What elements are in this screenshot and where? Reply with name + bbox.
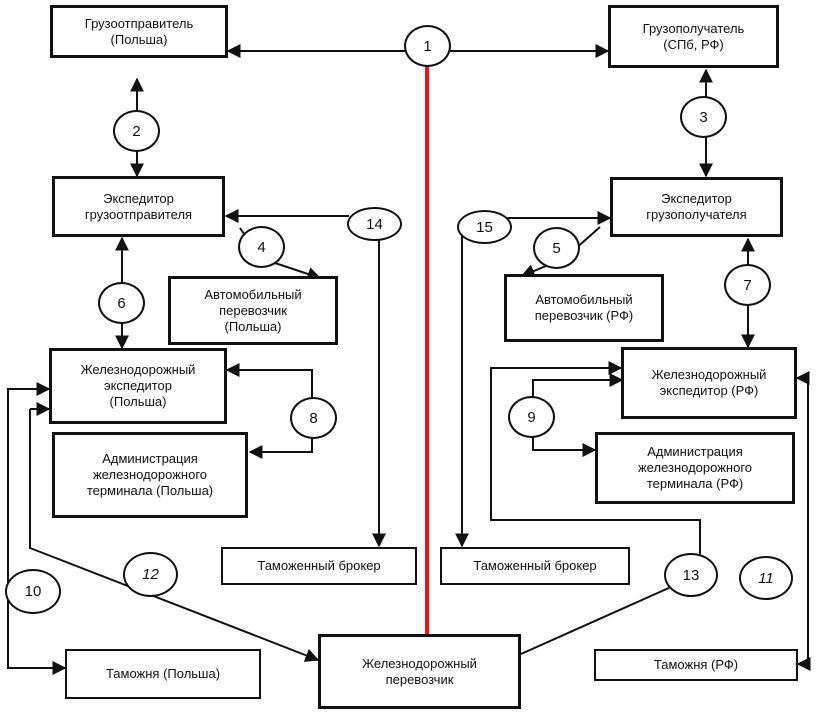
link-10a (7, 382, 51, 589)
forwarder-consignee-box: Экспедитор грузополучателя (610, 177, 783, 237)
road-carrier-pl-box: Автомобильный перевозчик (Польша) (168, 276, 338, 345)
terminal-admin-pl-box: Администрация железнодорожного терминала… (52, 432, 248, 518)
link-12 (29, 409, 320, 662)
customs-broker-left-box: Таможенный брокер (221, 547, 417, 585)
circle-5: 5 (533, 227, 580, 269)
circle-1: 1 (404, 25, 451, 67)
road-carrier-rf-box: Автомобильный перевозчик (РФ) (504, 274, 664, 342)
circle-2: 2 (113, 110, 160, 152)
terminal-admin-rf-box: Администрация железнодорожного терминала… (595, 432, 795, 504)
consignee-box: Грузополучатель (СПб, РФ) (608, 5, 779, 68)
customs-broker-right-box: Таможенный брокер (440, 547, 630, 585)
rail-forwarder-pl-box: Железнодорожный экспедитор (Польша) (49, 348, 227, 424)
link-11 (795, 371, 811, 671)
circle-9: 9 (508, 396, 555, 438)
circle-10: 10 (5, 569, 61, 614)
forwarder-shipper-box: Экспедитор грузоотправителя (52, 176, 225, 237)
circle-4: 4 (238, 226, 285, 268)
circle-14: 14 (347, 207, 402, 241)
circle-7: 7 (724, 264, 771, 306)
circle-15: 15 (457, 210, 512, 244)
circle-6: 6 (98, 282, 145, 324)
circle-11: 11 (739, 556, 793, 600)
customs-pl-box: Таможня (Польша) (65, 649, 261, 699)
circle-8: 8 (290, 397, 337, 439)
shipper-box: Грузоотправитель (Польша) (50, 5, 228, 58)
circle-13: 13 (664, 553, 718, 597)
customs-rf-box: Таможня (РФ) (594, 649, 798, 681)
rail-forwarder-rf-box: Железнодорожный экспедитор (РФ) (621, 347, 797, 419)
link-10b (7, 589, 67, 675)
circle-3: 3 (680, 96, 727, 138)
circle-12: 12 (123, 552, 178, 597)
rail-carrier-box: Железнодорожный перевозчик (318, 634, 521, 709)
